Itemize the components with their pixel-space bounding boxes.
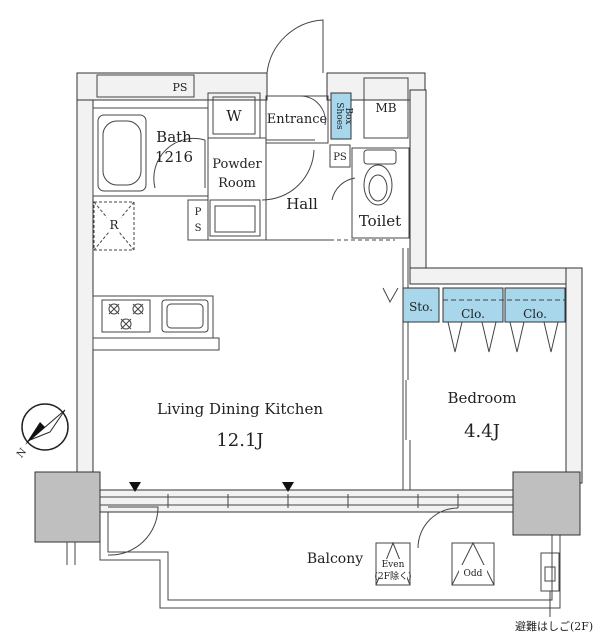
left-pillar bbox=[34, 471, 101, 543]
window-strip bbox=[100, 494, 513, 508]
bedroom-size: 4.4J bbox=[464, 421, 500, 442]
shoes-box-line1: Shoes bbox=[334, 102, 344, 130]
balcony-label: Balcony bbox=[307, 551, 363, 567]
ldk-size: 12.1J bbox=[216, 430, 263, 451]
toilet-bowl bbox=[363, 164, 393, 206]
r-mark: R bbox=[109, 218, 119, 232]
toilet-label: Toilet bbox=[359, 212, 401, 230]
entrance-label: Entrance bbox=[267, 112, 328, 127]
powder-room-line1: Powder bbox=[212, 157, 262, 172]
balcony-door-left bbox=[107, 506, 159, 556]
evac-ladder-box bbox=[540, 552, 560, 592]
mb-box bbox=[363, 77, 409, 139]
arrow-marker-2 bbox=[282, 482, 294, 492]
odd-label: Odd bbox=[464, 569, 483, 579]
powder-room-line2: Room bbox=[218, 176, 256, 191]
compass-icon bbox=[21, 403, 69, 451]
ps-left-p: P bbox=[195, 207, 202, 218]
bath-size: 1216 bbox=[155, 148, 193, 166]
ps-mid bbox=[329, 144, 351, 168]
mb-label: MB bbox=[375, 101, 396, 115]
closet-doors bbox=[447, 321, 559, 353]
powder-room bbox=[207, 137, 267, 241]
evac-ladder-label: 避難はしご(2F) bbox=[515, 619, 593, 633]
ps-left bbox=[187, 199, 209, 241]
storage-closet bbox=[402, 287, 440, 323]
hall-label: Hall bbox=[286, 195, 318, 213]
arrow-marker-1 bbox=[129, 482, 141, 492]
ps-top-label: PS bbox=[173, 81, 188, 94]
bedroom-label: Bedroom bbox=[448, 389, 517, 407]
r-box bbox=[93, 201, 135, 251]
compass-north-label: N bbox=[15, 446, 29, 460]
powder-sink bbox=[209, 199, 261, 237]
ps-mid-label: PS bbox=[333, 152, 347, 163]
closet-2 bbox=[504, 287, 566, 323]
bathtub bbox=[97, 114, 147, 192]
burner-icon bbox=[108, 303, 144, 330]
kitchen-sink bbox=[161, 299, 209, 333]
ps-top bbox=[96, 74, 195, 98]
shoes-box bbox=[330, 92, 352, 140]
balcony-door-right bbox=[417, 507, 459, 549]
ldk-label: Living Dining Kitchen bbox=[157, 400, 323, 418]
entrance-area bbox=[265, 95, 329, 144]
shoes-box-line2: Box bbox=[343, 107, 353, 124]
closet-2-label: Clo. bbox=[523, 307, 547, 321]
bath-label: Bath bbox=[156, 128, 192, 146]
right-pillar bbox=[512, 471, 581, 536]
even-label: Even bbox=[382, 560, 405, 570]
entrance-door bbox=[266, 19, 324, 74]
ps-left-s: S bbox=[195, 223, 202, 234]
toilet-room bbox=[351, 147, 410, 239]
kitchen-stove bbox=[101, 299, 151, 333]
even-note: (2F除く) bbox=[375, 570, 412, 582]
closet-1 bbox=[442, 287, 504, 323]
storage-label: Sto. bbox=[409, 300, 433, 314]
washer-label: W bbox=[226, 107, 242, 125]
closet-1-label: Clo. bbox=[461, 307, 485, 321]
